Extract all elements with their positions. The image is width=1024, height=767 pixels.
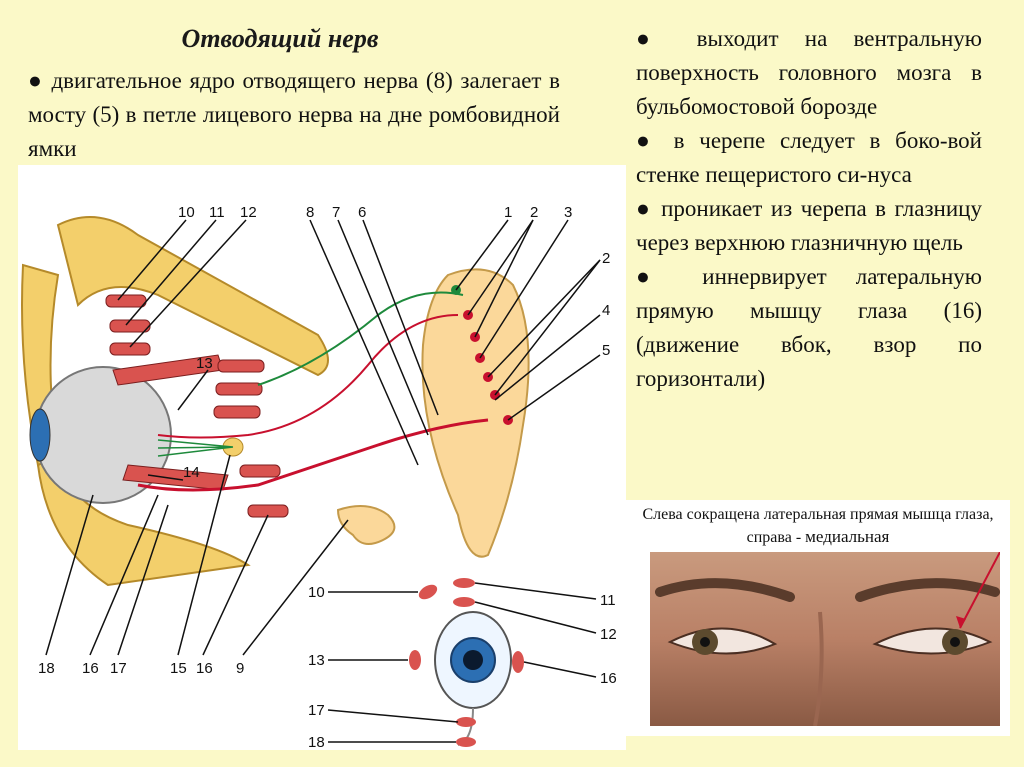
- photo-panel: Слева сокращена латеральная прямая мышца…: [626, 500, 1010, 736]
- small-muscle-18: [456, 737, 476, 747]
- muscle-stump-8: [247, 504, 289, 518]
- muscle-stump-5: [215, 382, 263, 396]
- photo-caption: Слева сокращена латеральная прямая мышца…: [626, 504, 1010, 549]
- eyebrow-left: [655, 578, 795, 602]
- figure-label: 18: [308, 734, 325, 750]
- small-muscle-13: [409, 650, 421, 670]
- abducens-nerve-path: [137, 418, 489, 492]
- figure-label: 16: [82, 660, 99, 677]
- small-muscle-11: [453, 578, 475, 588]
- muscle-stump-2: [109, 319, 151, 333]
- pituitary-gland: [336, 505, 396, 545]
- figure-label: 2: [530, 204, 538, 221]
- figure-label: 2: [602, 250, 610, 267]
- muscle-stump-1: [105, 294, 147, 308]
- figure-label: 16: [196, 660, 213, 677]
- bullet-item: ● в черепе следует в боко-вой стенке пещ…: [636, 128, 982, 187]
- small-muscle-17: [456, 717, 476, 727]
- bullet-list: ● выходит на вентральную поверхность гол…: [636, 22, 982, 396]
- pupil-left: [700, 637, 710, 647]
- photo-caption-text: Слева сокращена латеральная прямая мышца…: [642, 506, 994, 546]
- figure-label: 16: [600, 670, 617, 687]
- muscle-stump-4: [217, 359, 265, 373]
- abducens-nerve-diagram: 10 11 12 8 7 6 1 2 3 2 4 5 13 14 18 16 1…: [18, 165, 626, 750]
- figure-label: 14: [183, 464, 200, 481]
- figure-label: 13: [308, 652, 325, 669]
- figure-label: 7: [332, 204, 340, 221]
- figure-label: 13: [196, 355, 213, 372]
- oculomotor-nerve-path: [157, 314, 459, 439]
- figure-label: 18: [38, 660, 55, 677]
- nose-bridge: [813, 611, 824, 726]
- small-muscle-16: [512, 651, 524, 673]
- figure-label: 15: [170, 660, 187, 677]
- intro-text: ● двигательное ядро отводящего нерва (8)…: [28, 68, 560, 161]
- figure-label: 6: [358, 204, 366, 221]
- figure-label: 1: [504, 204, 512, 221]
- figure-label: 12: [600, 626, 617, 643]
- bullet-item: ● выходит на вентральную поверхность гол…: [636, 26, 982, 119]
- small-pupil: [463, 650, 483, 670]
- muscle-stump-3: [109, 342, 151, 356]
- cornea: [29, 408, 51, 462]
- eyes-photo: [650, 552, 1000, 726]
- figure-label: 10: [308, 584, 325, 601]
- muscle-stump-7: [239, 464, 281, 478]
- ciliary-nerves: [157, 439, 234, 457]
- figure-label: 10: [178, 204, 195, 221]
- pupil-right: [950, 637, 960, 647]
- figure-label: 11: [209, 204, 225, 221]
- page-title: Отводящий нерв: [181, 24, 379, 53]
- bullet-item: ● проникает из черепа в глазницу через в…: [636, 196, 982, 255]
- pointer-arrowhead: [956, 616, 966, 628]
- figure-label: 5: [602, 342, 610, 359]
- photo-caption-emphasis: медиальная: [805, 527, 890, 546]
- figure-label: 11: [600, 592, 616, 609]
- bullet-item: ● иннервирует латеральную прямую мышцу г…: [636, 264, 982, 391]
- figure-label: 8: [306, 204, 314, 221]
- pointer-arrow: [959, 552, 1000, 629]
- figure-label: 12: [240, 204, 257, 221]
- figure-label: 9: [236, 660, 244, 677]
- small-muscle-12: [453, 597, 475, 607]
- orbit-bone-upper: [56, 216, 329, 377]
- brainstem: [421, 268, 530, 558]
- small-muscle-10: [418, 584, 438, 600]
- figure-label: 3: [564, 204, 572, 221]
- figure-label: 17: [110, 660, 127, 677]
- figure-label: 17: [308, 702, 325, 719]
- figure-label: 4: [602, 302, 610, 319]
- muscle-stump-6: [213, 405, 261, 419]
